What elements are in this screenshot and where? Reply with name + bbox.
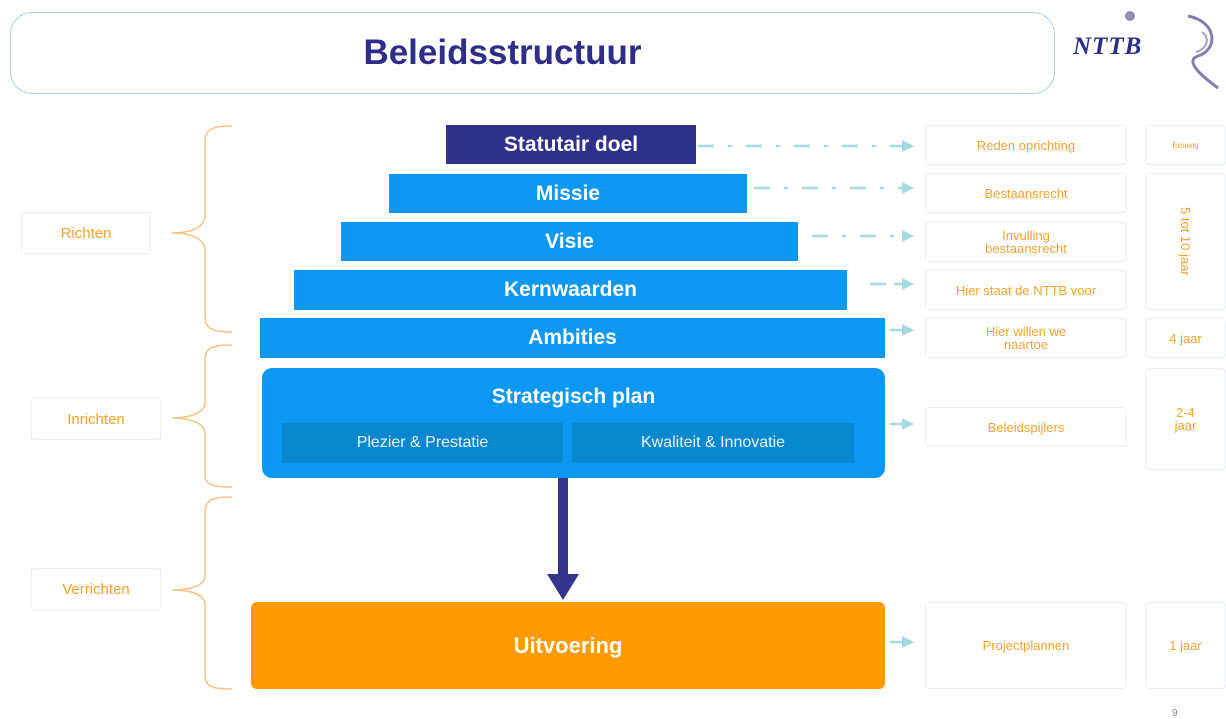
pillar-plezier-prestatie: Plezier & Prestatie — [282, 423, 563, 463]
pillar-kwaliteit-innovatie: Kwaliteit & Innovatie — [572, 423, 854, 463]
connector-arrows — [698, 140, 914, 648]
bar-kernwaarden: Kernwaarden — [294, 270, 847, 310]
desc-hier-willen: Hier willen we naartoe — [925, 318, 1127, 358]
nttb-logo — [1125, 11, 1219, 90]
phase-verrichten: Verrichten — [31, 568, 161, 610]
desc-hier-staat: Hier staat de NTTB voor — [925, 270, 1127, 310]
phase-braces — [171, 125, 233, 690]
desc-reden-oprichting: Reden oprichting — [925, 125, 1127, 165]
phase-richten: Richten — [21, 212, 151, 254]
time-4-jaar: 4 jaar — [1145, 318, 1226, 358]
page-title: Beleidsstructuur — [363, 33, 642, 72]
desc-beleidspijlers: Beleidspijlers — [925, 407, 1127, 447]
bar-missie: Missie — [389, 174, 747, 213]
bar-visie: Visie — [341, 222, 798, 261]
phase-inrichten: Inrichten — [31, 398, 161, 440]
down-arrow-icon — [547, 478, 579, 600]
bar-ambities: Ambities — [260, 318, 885, 358]
time-eeuwig: Eeuwig — [1145, 125, 1226, 165]
time-1-jaar: 1 jaar — [1145, 602, 1226, 689]
desc-projectplannen: Projectplannen — [925, 602, 1127, 689]
bar-statutair-doel: Statutair doel — [446, 125, 696, 164]
title-banner — [10, 12, 1055, 94]
time-2-4-jaar: 2-4 jaar — [1145, 368, 1226, 470]
time-5-tot-10-jaar: 5 tot 10 jaar — [1178, 207, 1193, 276]
bar-uitvoering: Uitvoering — [251, 602, 885, 689]
logo-text: NTTB — [1073, 33, 1143, 60]
desc-invulling-bestaansrecht: Invulling bestaansrecht — [925, 222, 1127, 262]
desc-bestaansrecht: Bestaansrecht — [925, 173, 1127, 213]
time-5-tot-10-jaar-box: 5 tot 10 jaar — [1145, 173, 1226, 310]
page-number: 9 — [1172, 708, 1178, 719]
strategisch-plan-title: Strategisch plan — [491, 385, 656, 408]
